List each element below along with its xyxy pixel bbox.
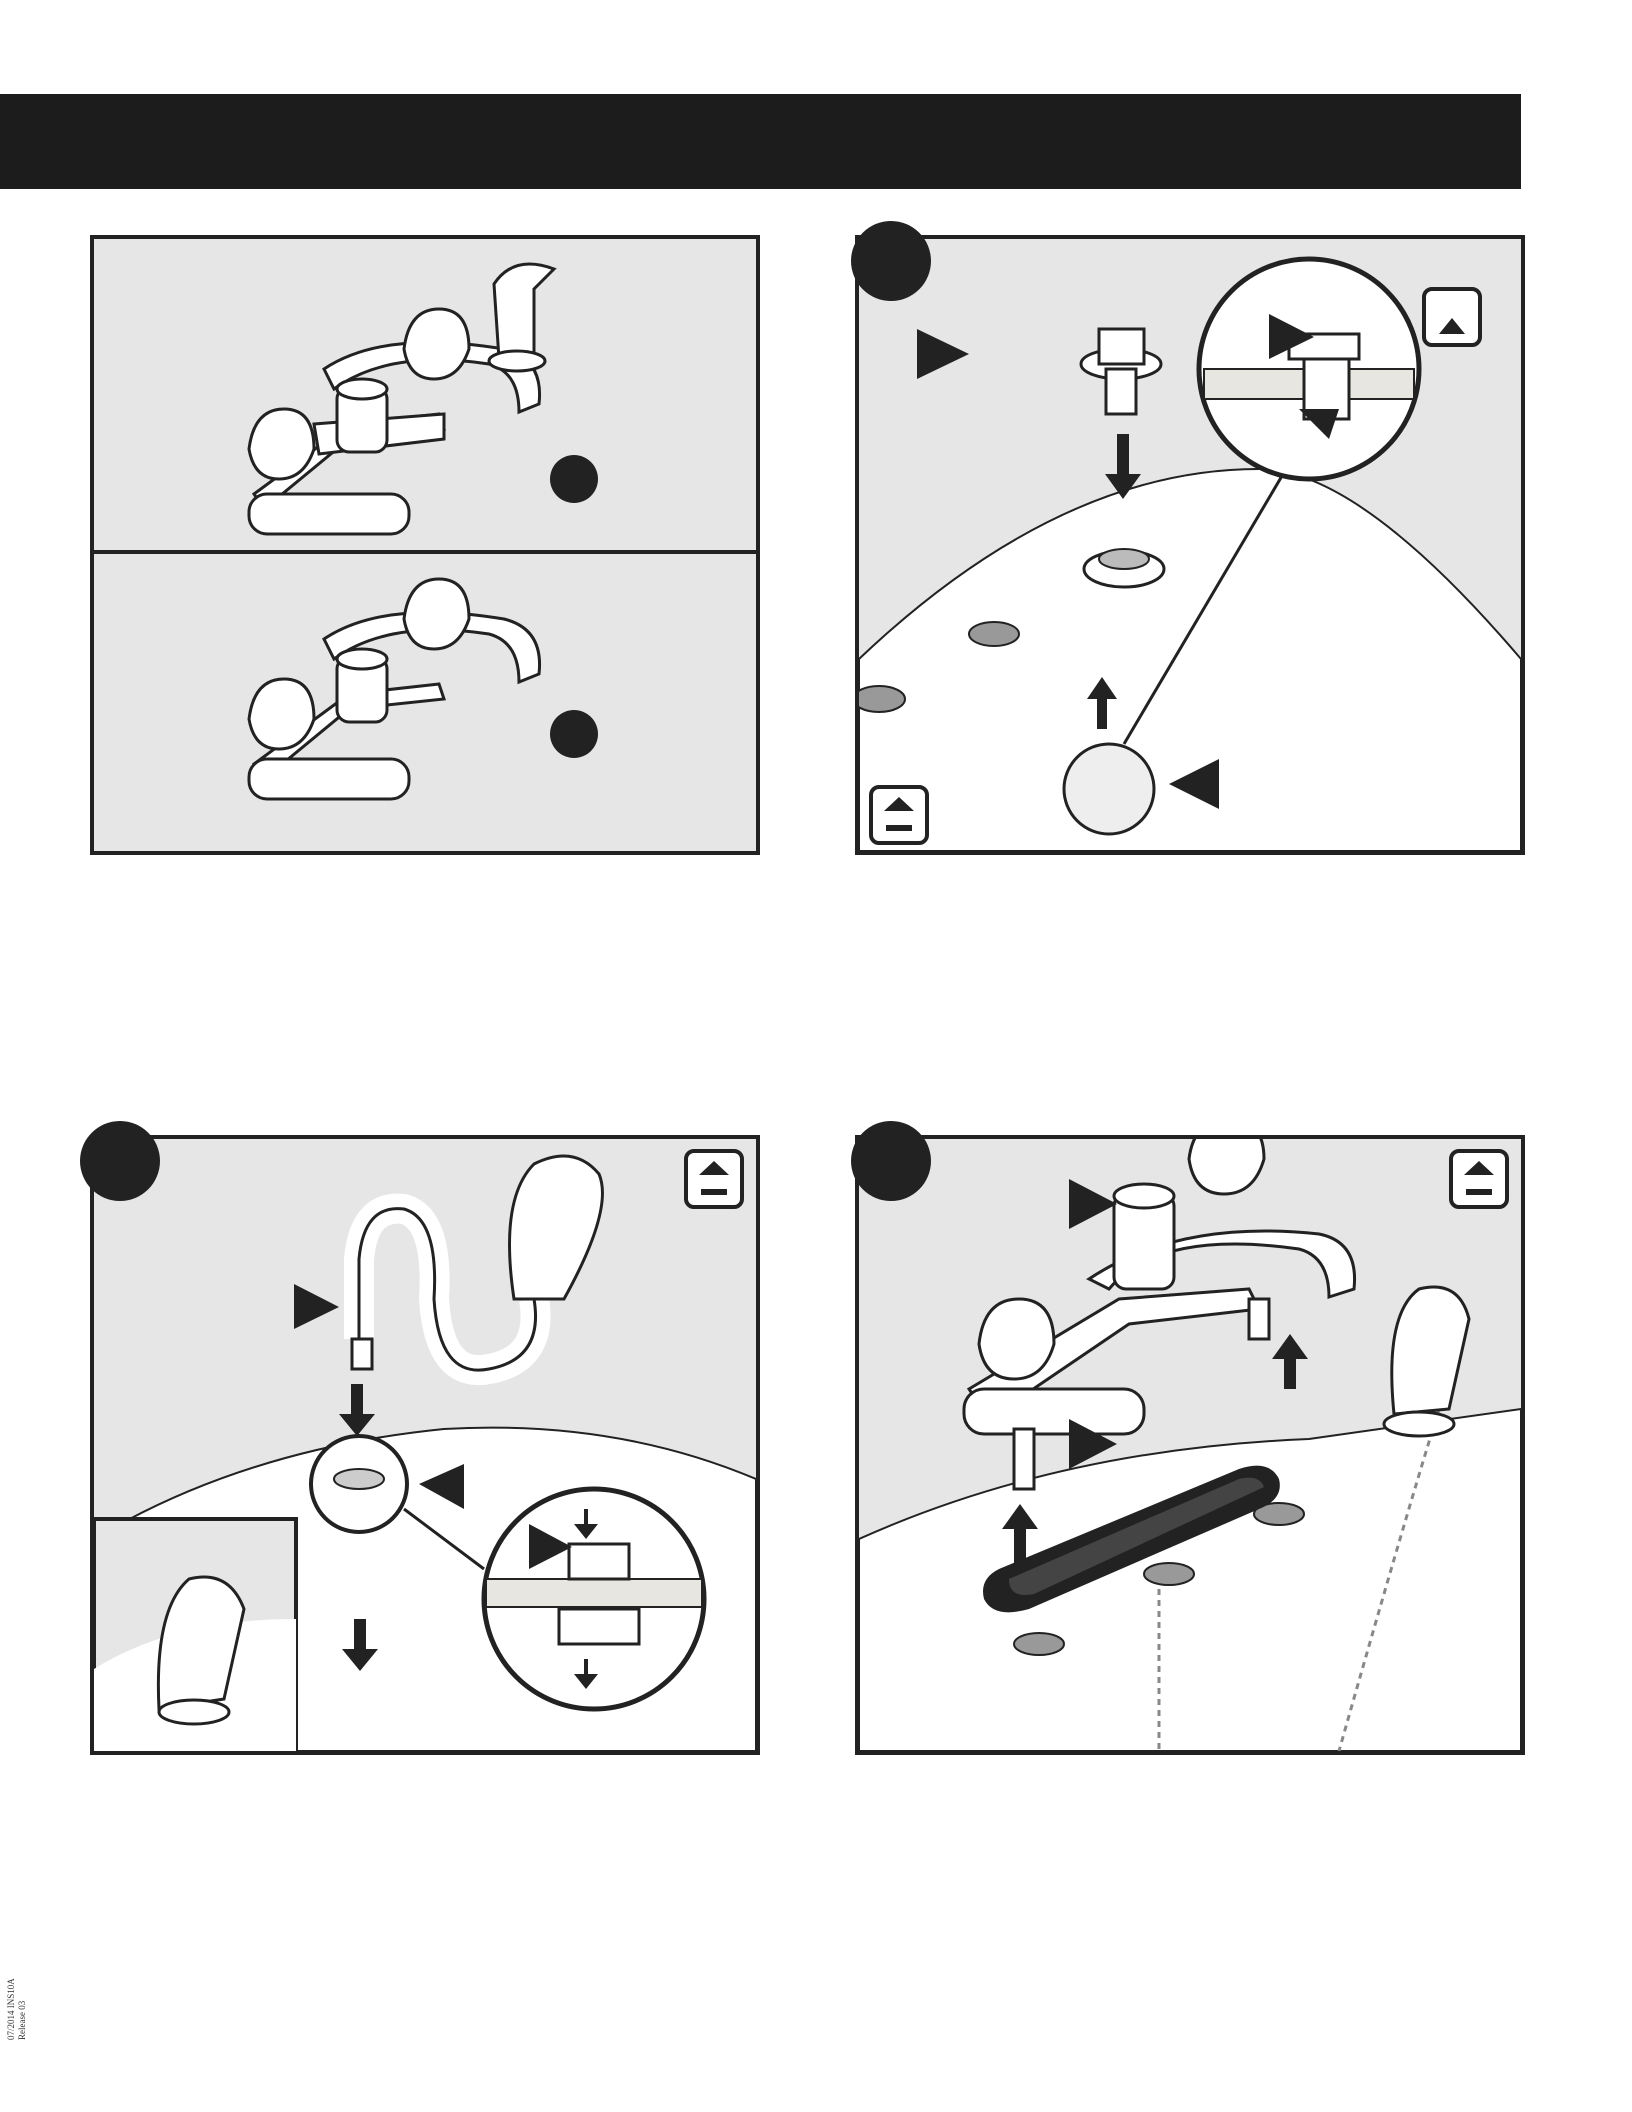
sprayer-base-part [1081, 329, 1161, 414]
arrow-up-icon [1272, 1334, 1308, 1389]
pointer-arrow-icon [1069, 1179, 1117, 1229]
faucet-models-panel [90, 235, 760, 855]
arrow-down-icon [339, 1384, 375, 1436]
pointer-arrow-icon [294, 1284, 339, 1329]
document-code: 07/2014 INS10A Release 03 [6, 1980, 30, 2040]
header-bar [0, 94, 1521, 189]
detail-magnifier [484, 1489, 704, 1709]
install-from-below-icon [1424, 289, 1480, 345]
sprayer-head [510, 1156, 603, 1299]
step-2-panel [90, 1135, 760, 1755]
sprayer-on-sink-illustration [1384, 1287, 1469, 1436]
pointer-arrow-icon [917, 329, 969, 379]
faucet-body-illustration [964, 1139, 1355, 1489]
faucet-without-sprayer-illustration [249, 579, 540, 799]
step-1-panel [855, 235, 1525, 855]
doc-code-line: 07/2014 INS10A [6, 1980, 17, 2040]
release-line: Release 03 [17, 1980, 28, 2040]
install-from-above-icon [871, 787, 927, 843]
install-from-above-icon [1451, 1151, 1507, 1207]
step-3-panel [855, 1135, 1525, 1755]
faucet-with-sprayer-illustration [249, 264, 554, 534]
detail-magnifier [1199, 259, 1419, 479]
step-2-badge [80, 1121, 160, 1201]
step-3-badge [851, 1121, 931, 1201]
install-from-above-icon [686, 1151, 742, 1207]
step-1-badge [851, 221, 931, 301]
